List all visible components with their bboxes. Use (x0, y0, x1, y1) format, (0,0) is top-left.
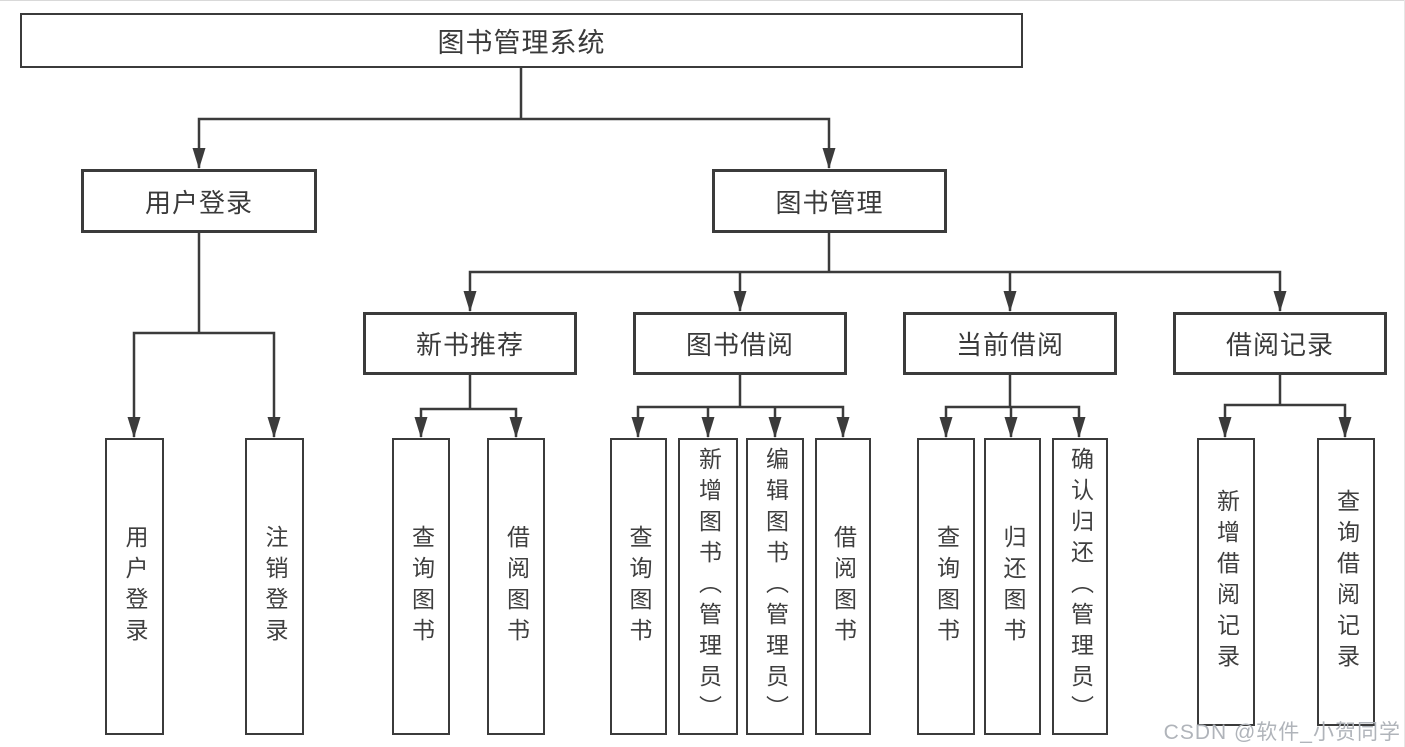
connector-line (419, 407, 518, 437)
node-label: 图书管理 (775, 187, 884, 218)
leaf-label: 新增借阅记录 (1213, 489, 1239, 675)
node-user-login: 用户登录 (81, 169, 317, 233)
leaf-edit-book-admin: 编辑图书（管理员） (746, 438, 804, 735)
leaf-label: 归还图书 (1000, 524, 1025, 649)
connector-line (468, 270, 1282, 311)
arrowhead-icon (414, 417, 428, 438)
arrowhead-icon (836, 417, 850, 438)
node-book-management: 图书管理 (712, 169, 947, 233)
leaf-label: 确认归还（管理员） (1067, 447, 1093, 726)
leaf-query-borrow-record: 查询借阅记录 (1317, 438, 1375, 726)
leaf-label: 借阅图书 (830, 524, 856, 649)
connector-line (636, 405, 845, 437)
arrowhead-icon (1072, 417, 1086, 438)
leaf-label: 编辑图书（管理员） (762, 447, 788, 726)
arrowhead-icon (768, 417, 782, 438)
page-top-border (0, 0, 1405, 1)
node-book-borrowing: 图书借阅 (633, 312, 847, 375)
node-label: 借阅记录 (1225, 330, 1334, 360)
arrowhead-icon (1003, 291, 1017, 312)
node-label: 新书推荐 (415, 330, 524, 360)
arrowhead-icon (1218, 417, 1232, 438)
arrowhead-icon (701, 417, 715, 438)
leaf-label: 借阅图书 (503, 524, 529, 649)
arrowhead-icon (267, 417, 281, 438)
leaf-add-borrow-record: 新增借阅记录 (1197, 438, 1255, 726)
leaf-query-books-borrow: 查询图书 (610, 438, 667, 735)
leaf-label: 查询图书 (626, 524, 651, 649)
arrowhead-icon (631, 417, 645, 438)
connector-line (197, 117, 831, 168)
arrowhead-icon (1273, 291, 1287, 312)
root-node-library-management-system: 图书管理系统 (20, 13, 1023, 68)
leaf-label: 新增图书（管理员） (695, 447, 721, 726)
root-node-label: 图书管理系统 (437, 28, 606, 58)
connector-line (132, 331, 276, 437)
leaf-label: 注销登录 (262, 524, 287, 649)
connector-line (1223, 403, 1347, 437)
leaf-borrow-books-recommend: 借阅图书 (487, 438, 545, 735)
leaf-label: 用户登录 (122, 524, 147, 649)
leaf-query-books-current: 查询图书 (917, 438, 975, 735)
arrowhead-icon (192, 148, 206, 169)
leaf-add-book-admin: 新增图书（管理员） (678, 438, 738, 735)
leaf-logout: 注销登录 (245, 438, 304, 735)
leaf-label: 查询借阅记录 (1333, 489, 1359, 675)
arrowhead-icon (463, 291, 477, 312)
node-label: 用户登录 (144, 187, 253, 218)
arrowhead-icon (1004, 417, 1018, 438)
leaf-label: 查询图书 (933, 524, 959, 649)
arrowhead-icon (822, 148, 836, 169)
node-new-book-recommendation: 新书推荐 (363, 312, 577, 375)
arrowhead-icon (939, 417, 953, 438)
arrowhead-icon (127, 417, 141, 438)
node-label: 图书借阅 (685, 330, 794, 360)
node-current-borrowing: 当前借阅 (903, 312, 1117, 375)
leaf-query-books-recommend: 查询图书 (392, 438, 450, 735)
arrowhead-icon (1338, 417, 1352, 438)
leaf-label: 查询图书 (408, 524, 434, 649)
leaf-return-books: 归还图书 (984, 438, 1041, 735)
arrowhead-icon (509, 417, 523, 438)
node-label: 当前借阅 (955, 330, 1064, 360)
leaf-confirm-return-admin: 确认归还（管理员） (1052, 438, 1108, 735)
arrowhead-icon (733, 291, 747, 312)
node-borrowing-records: 借阅记录 (1173, 312, 1387, 375)
csdn-watermark: CSDN @软件_小贺同学 (1163, 721, 1401, 744)
leaf-user-login: 用户登录 (105, 438, 164, 735)
leaf-borrow-books: 借阅图书 (815, 438, 871, 735)
